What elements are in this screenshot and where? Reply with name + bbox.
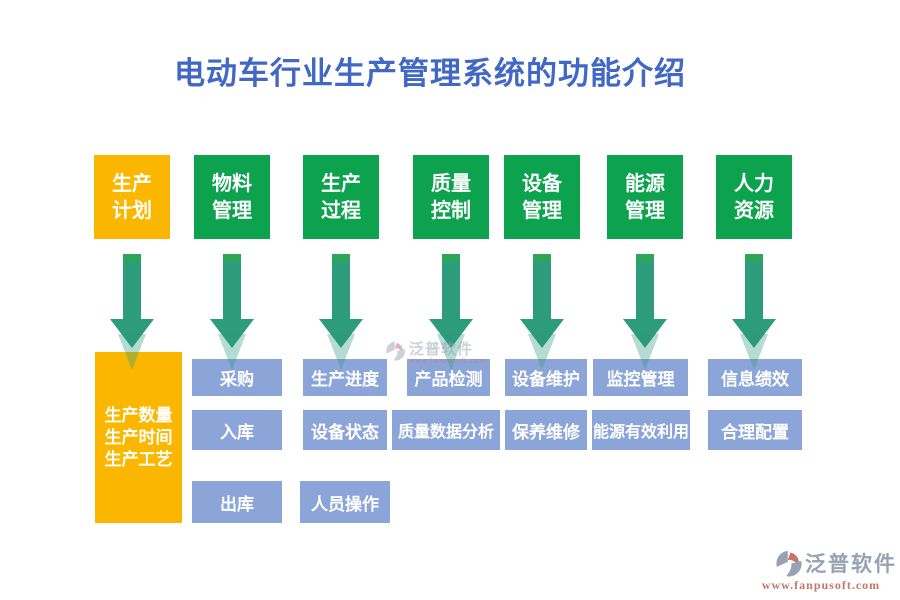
item-personnel-operation: 人员操作	[300, 481, 390, 523]
fanpu-logo-icon	[776, 550, 802, 576]
item-equipment-status: 设备状态	[303, 410, 387, 450]
down-arrow-icon	[732, 254, 776, 370]
header-label: 质量	[431, 171, 471, 195]
item-information-performance: 信息绩效	[708, 359, 802, 396]
fanpu-logo-url: www.fanpusoft.com	[761, 578, 881, 592]
watermark: 泛普软件 www.fanpusoft.com	[386, 341, 487, 365]
fanpu-logo: 泛普软件 www.fanpusoft.com	[745, 548, 897, 593]
down-arrow-icon	[623, 254, 667, 370]
item-product-inspection: 产品检测	[407, 359, 490, 396]
header-label: 管理	[212, 198, 252, 222]
header-material-management: 物料 管理	[194, 155, 270, 239]
header-label: 过程	[321, 198, 361, 222]
item-outbound: 出库	[192, 481, 282, 523]
header-label: 计划	[112, 198, 152, 222]
header-quality-control: 质量 控制	[413, 155, 489, 239]
header-label: 设备	[522, 171, 562, 195]
watermark-texts: 泛普软件 www.fanpusoft.com	[409, 341, 487, 365]
item-rational-allocation: 合理配置	[708, 410, 802, 450]
header-label: 生产	[112, 171, 152, 195]
header-production-plan: 生产 计划	[94, 155, 170, 239]
header-label: 管理	[625, 198, 665, 222]
fanpu-logo-brand: 泛普软件	[805, 552, 897, 576]
down-arrow-icon	[429, 254, 473, 370]
header-label: 生产	[321, 171, 361, 195]
header-label: 人力	[734, 171, 774, 195]
down-arrow-icon	[520, 254, 564, 370]
detail-line: 生产工艺	[104, 449, 173, 470]
item-energy-efficient-use: 能源有效利用	[592, 410, 690, 450]
header-production-process: 生产 过程	[303, 155, 379, 239]
header-label: 管理	[522, 198, 562, 222]
fanpu-logo-icon	[386, 341, 405, 361]
header-label: 物料	[212, 171, 252, 195]
header-label: 控制	[431, 198, 471, 222]
item-production-progress: 生产进度	[303, 359, 387, 396]
down-arrow-icon	[319, 254, 363, 370]
down-arrow-icon	[210, 254, 254, 370]
watermark-brand: 泛普软件	[409, 340, 474, 358]
item-quality-data-analysis: 质量数据分析	[392, 410, 500, 450]
item-purchase: 采购	[192, 359, 282, 396]
header-label: 能源	[625, 171, 665, 195]
header-human-resources: 人力 资源	[716, 155, 792, 239]
watermark-url: www.fanpusoft.com	[409, 357, 487, 365]
detail-line: 生产时间	[104, 427, 173, 448]
header-energy-management: 能源 管理	[607, 155, 683, 239]
item-equipment-maintenance: 设备维护	[505, 359, 587, 396]
header-equipment-management: 设备 管理	[504, 155, 580, 239]
detail-production-plan: 生产数量 生产时间 生产工艺	[95, 352, 182, 523]
item-inbound: 入库	[192, 410, 282, 450]
page-title: 电动车行业生产管理系统的功能介绍	[174, 56, 686, 92]
fanpu-logo-row: 泛普软件	[745, 548, 897, 578]
down-arrow-icon	[110, 254, 154, 370]
item-upkeep-repair: 保养维修	[505, 410, 587, 450]
detail-line: 生产数量	[104, 405, 173, 426]
header-label: 资源	[734, 198, 774, 222]
item-monitoring-management: 监控管理	[593, 359, 688, 396]
